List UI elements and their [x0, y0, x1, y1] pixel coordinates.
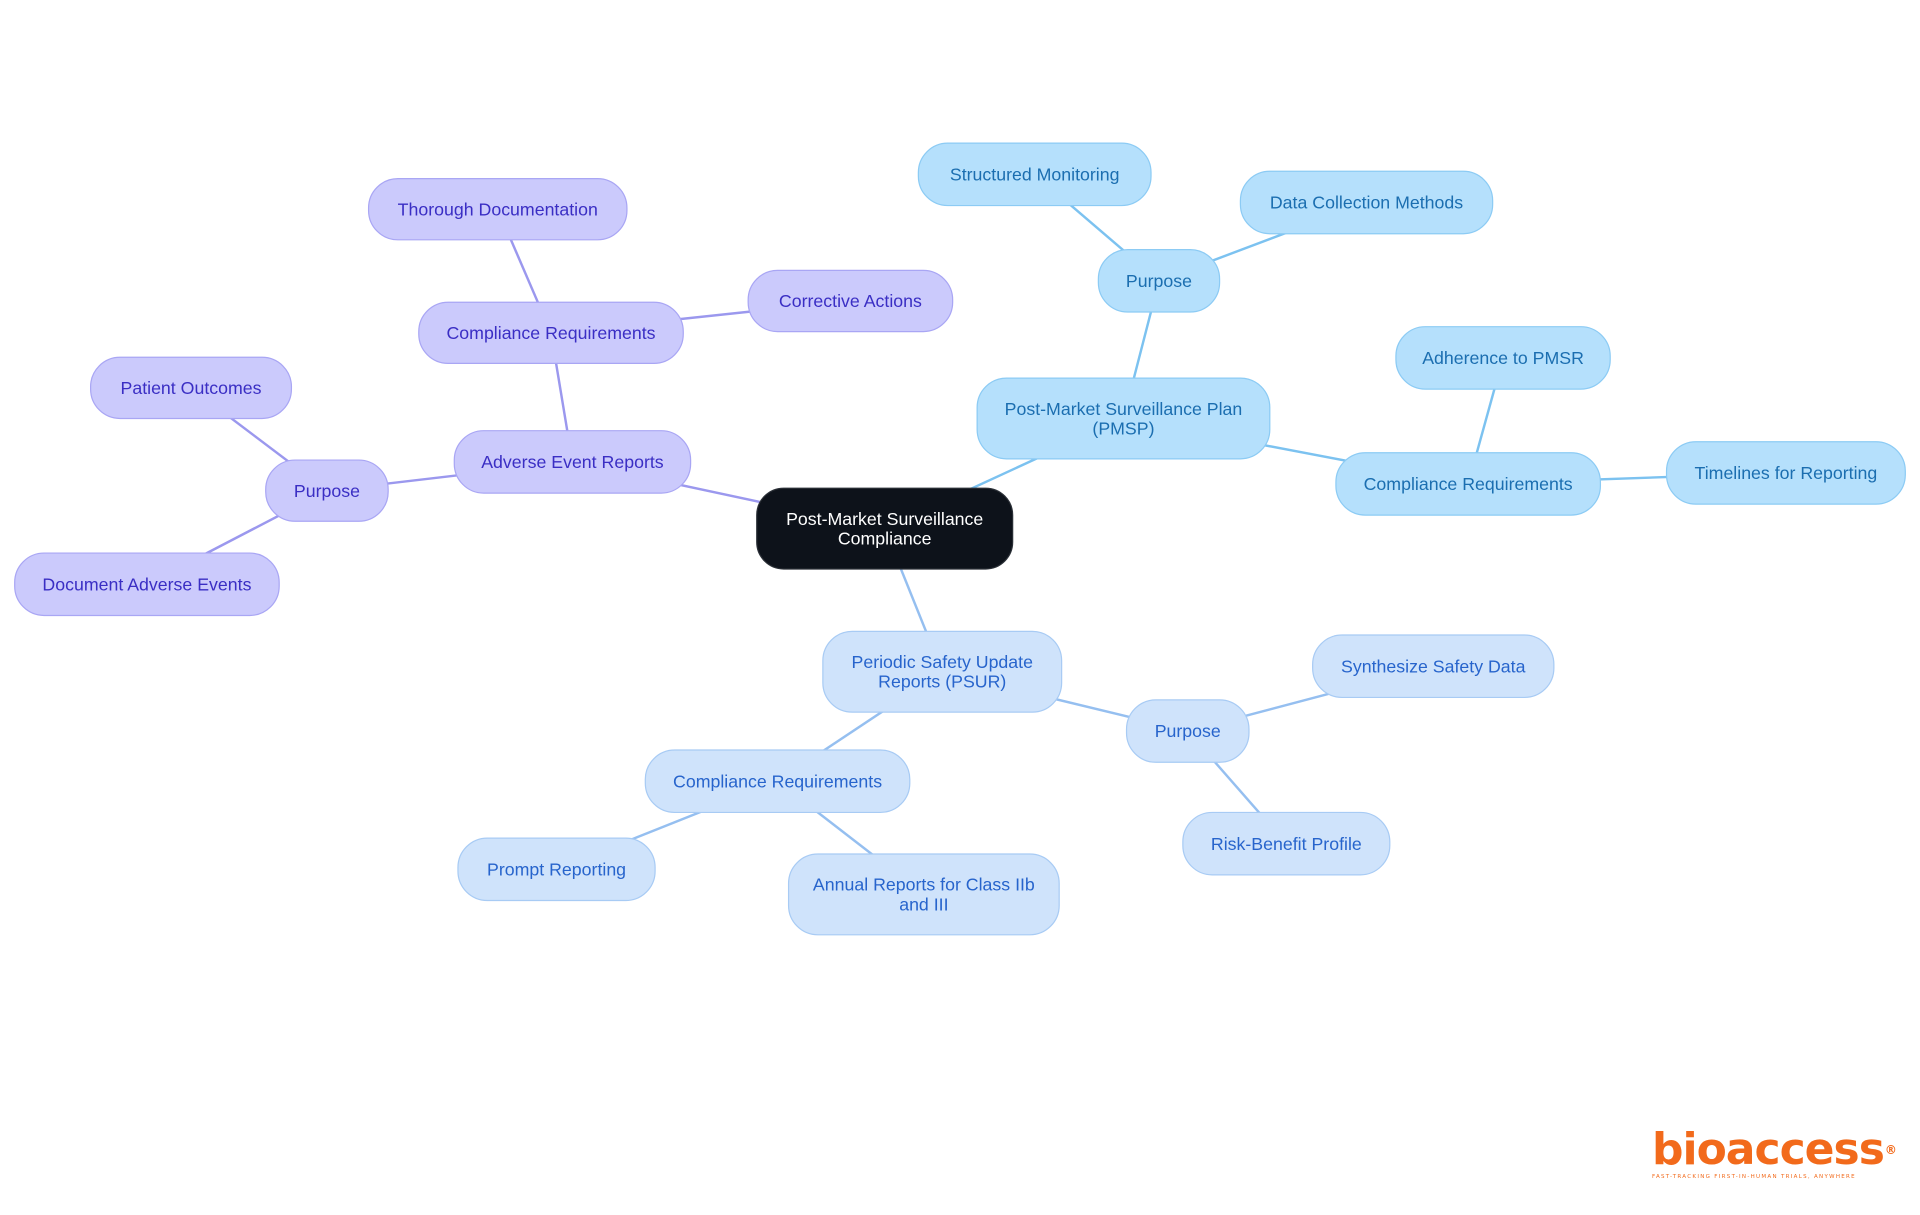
node-label: Purpose [1155, 721, 1221, 741]
node-shape [1239, 170, 1494, 235]
node-label: Corrective Actions [779, 291, 922, 311]
node-synthesize-safety-data[interactable]: Synthesize Safety Data [1312, 634, 1555, 699]
logo-tagline: FAST-TRACKING FIRST-IN-HUMAN TRIALS, ANY… [1652, 1174, 1856, 1180]
node-label: Purpose [1126, 271, 1192, 291]
node-purpose[interactable]: Purpose [1097, 248, 1221, 313]
node-shape [90, 356, 293, 420]
node-corrective-actions[interactable]: Corrective Actions [747, 269, 954, 333]
node-compliance-requirements[interactable]: Compliance Requirements [1335, 452, 1602, 516]
node-label: Reports (PSUR) [878, 672, 1006, 692]
node-shape [457, 837, 656, 902]
node-label: Prompt Reporting [487, 859, 626, 879]
node-patient-outcomes[interactable]: Patient Outcomes [90, 356, 293, 420]
node-shape [265, 459, 389, 522]
node-shape [1125, 699, 1250, 763]
node-shape [917, 142, 1152, 207]
node-purpose[interactable]: Purpose [1125, 699, 1250, 763]
node-label: Synthesize Safety Data [1341, 656, 1526, 676]
node-data-collection-methods[interactable]: Data Collection Methods [1239, 170, 1494, 235]
logo-wordmark: bioaccess [1652, 1124, 1885, 1175]
node-label: Periodic Safety Update [852, 652, 1034, 672]
node-shape [822, 630, 1063, 713]
node-post-market-surveillance-plan-pmsp[interactable]: Post-Market Surveillance Plan(PMSP) [976, 377, 1271, 460]
node-label: Compliance Requirements [446, 323, 655, 343]
node-label: Document Adverse Events [42, 574, 251, 594]
node-thorough-documentation[interactable]: Thorough Documentation [367, 178, 628, 241]
node-shape [367, 178, 628, 241]
node-label: Compliance Requirements [673, 771, 882, 791]
node-shape [418, 301, 684, 365]
registered-mark-icon: ® [1884, 1143, 1897, 1157]
node-label: Purpose [294, 481, 360, 501]
node-adherence-to-pmsr[interactable]: Adherence to PMSR [1395, 326, 1611, 390]
node-shape [1097, 248, 1221, 313]
node-prompt-reporting[interactable]: Prompt Reporting [457, 837, 656, 902]
node-label: and III [899, 894, 948, 914]
node-label: (PMSP) [1092, 418, 1154, 438]
node-shape [747, 269, 954, 333]
node-shape [453, 430, 692, 494]
bioaccess-logo: bioaccess® FAST-TRACKING FIRST-IN-HUMAN … [1652, 1128, 1897, 1181]
node-label: Risk-Benefit Profile [1211, 834, 1362, 854]
node-label: Timelines for Reporting [1695, 463, 1878, 483]
node-label: Adherence to PMSR [1422, 348, 1584, 368]
node-label: Patient Outcomes [121, 378, 262, 398]
node-label: Compliance [838, 528, 932, 548]
node-label: Structured Monitoring [950, 164, 1120, 184]
node-label: Thorough Documentation [398, 199, 598, 219]
node-timelines-for-reporting[interactable]: Timelines for Reporting [1665, 441, 1906, 505]
node-shape [756, 487, 1014, 570]
node-compliance-requirements[interactable]: Compliance Requirements [644, 749, 911, 814]
node-label: Post-Market Surveillance Plan [1005, 399, 1243, 419]
node-structured-monitoring[interactable]: Structured Monitoring [917, 142, 1152, 207]
node-shape [1182, 811, 1391, 876]
node-shape [1335, 452, 1602, 516]
node-shape [1312, 634, 1555, 699]
node-shape [1665, 441, 1906, 505]
node-label: Compliance Requirements [1364, 474, 1573, 494]
node-shape [787, 853, 1060, 936]
node-purpose[interactable]: Purpose [265, 459, 389, 522]
node-shape [976, 377, 1271, 460]
node-label: Adverse Event Reports [481, 452, 664, 472]
node-shape [14, 552, 280, 617]
node-document-adverse-events[interactable]: Document Adverse Events [14, 552, 280, 617]
node-risk-benefit-profile[interactable]: Risk-Benefit Profile [1182, 811, 1391, 876]
node-shape [1395, 326, 1611, 390]
node-compliance-requirements[interactable]: Compliance Requirements [418, 301, 684, 365]
node-shape [644, 749, 911, 814]
node-label: Annual Reports for Class IIb [813, 875, 1035, 895]
node-adverse-event-reports[interactable]: Adverse Event Reports [453, 430, 692, 494]
node-label: Data Collection Methods [1270, 193, 1463, 213]
node-label: Post-Market Surveillance [786, 509, 983, 529]
